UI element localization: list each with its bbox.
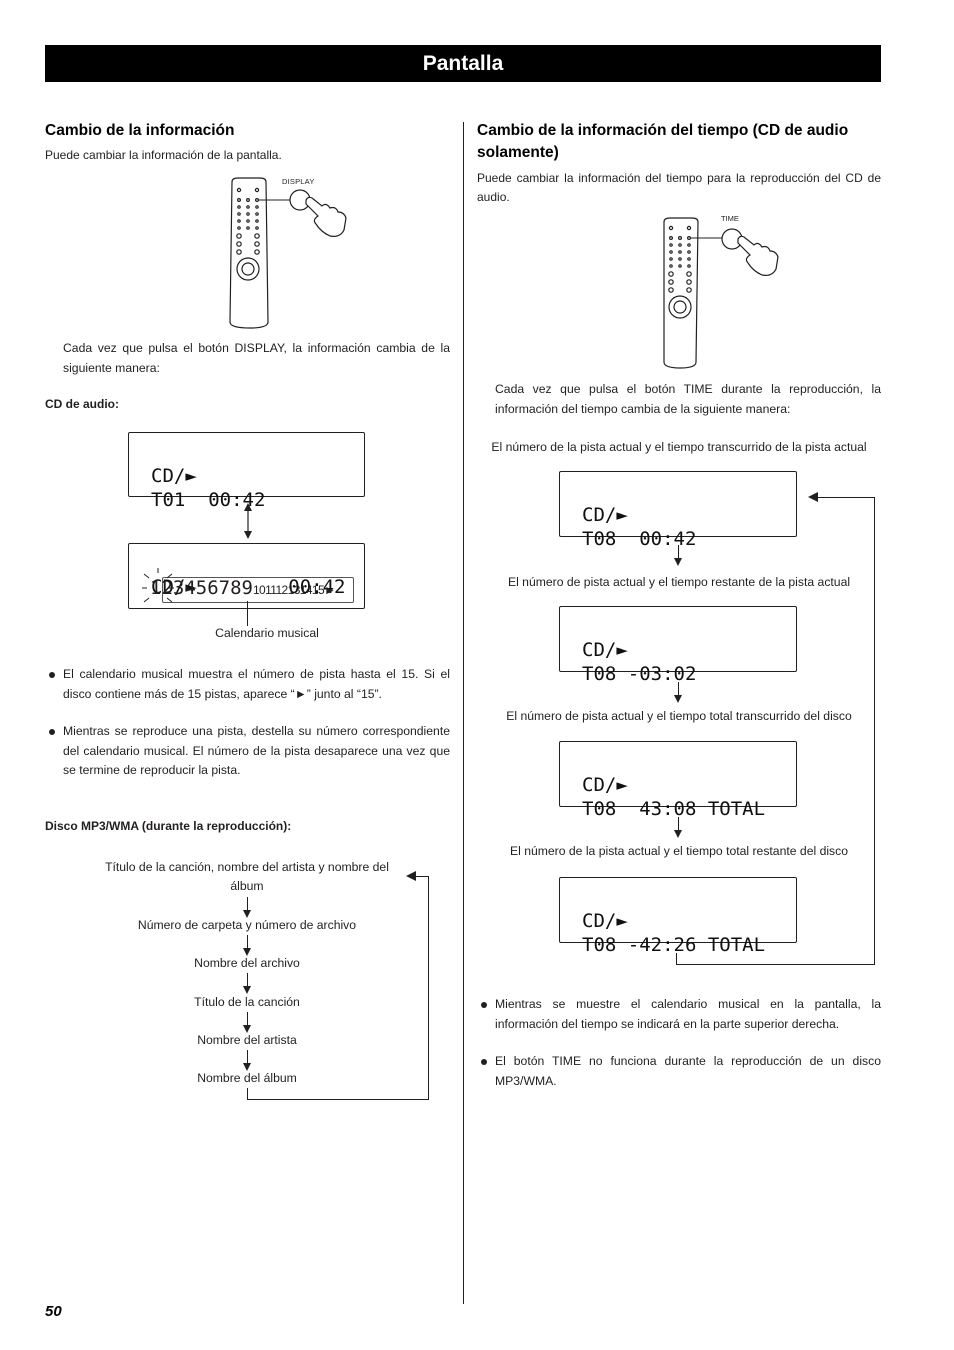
mp3-step-4: Título de la canción xyxy=(194,995,300,1009)
down-arrow-icon xyxy=(243,1025,251,1033)
page-number: 50 xyxy=(45,1303,62,1320)
column-divider xyxy=(463,122,464,1304)
mp3-step-2: Número de carpeta y número de archivo xyxy=(137,918,357,932)
remote-display-illustration xyxy=(229,177,347,329)
right-intro: Puede cambiar la información del tiempo … xyxy=(477,171,881,204)
down-arrow-icon xyxy=(674,558,682,566)
lcd-line-2: T08 43:08 TOTAL xyxy=(582,798,766,820)
lcd-display-1: CD/► T01 00:42 xyxy=(128,432,365,511)
bullet-dot xyxy=(49,729,55,735)
time-button-label: TIME xyxy=(721,214,739,223)
bullet-dot xyxy=(49,672,55,678)
step-3-caption: El número de pista actual y el tiempo to… xyxy=(506,709,852,723)
caption-leader-line xyxy=(247,601,248,626)
left-bullet-1: El calendario musical muestra el número … xyxy=(63,667,450,701)
pointing-hand-icon xyxy=(305,196,347,237)
blink-indicator-icon xyxy=(142,568,174,603)
down-arrow-icon xyxy=(674,695,682,703)
bullet-dot xyxy=(481,1002,487,1008)
left-intro: Puede cambiar la información de la panta… xyxy=(45,148,282,162)
mp3-step-5: Nombre del artista xyxy=(197,1033,297,1047)
step-2-caption: El número de pista actual y el tiempo re… xyxy=(507,575,851,589)
lcd-step-4: CD/► T08 -42:26 TOTAL xyxy=(559,877,797,956)
lcd-step-2: CD/► T08 -03:02 xyxy=(559,606,797,685)
down-arrow-icon xyxy=(243,948,251,956)
page-title: Pantalla xyxy=(45,45,881,82)
down-arrow-icon xyxy=(243,986,251,994)
toggle-arrow-icon xyxy=(244,503,252,539)
left-arrow-icon xyxy=(808,492,818,502)
lcd-step-3: CD/► T08 43:08 TOTAL xyxy=(559,741,797,820)
right-heading: Cambio de la información del tiempo (CD … xyxy=(477,122,849,161)
bullet-dot xyxy=(481,1059,487,1065)
down-arrow-icon xyxy=(243,1063,251,1071)
mp3-step-1: Título de la canción, nombre del artista… xyxy=(105,860,389,893)
mp3-step-3: Nombre del archivo xyxy=(194,956,300,970)
mp3-step-6: Nombre del álbum xyxy=(197,1071,297,1085)
calendar-digits: 123456789 xyxy=(150,577,253,599)
music-calendar: 123456789101112131415► xyxy=(150,576,336,602)
left-bullet-2: Mientras se reproduce una pista, destell… xyxy=(63,724,450,777)
left-para: Cada vez que pulsa el botón DISPLAY, la … xyxy=(63,341,450,375)
right-bullet-2: El botón TIME no funciona durante la rep… xyxy=(495,1054,881,1088)
cd-audio-label: CD de audio: xyxy=(45,397,119,411)
lcd-line-1: CD/► xyxy=(582,639,628,661)
step-1-caption: El número de la pista actual y el tiempo… xyxy=(491,440,867,454)
mp3-label: Disco MP3/WMA (durante la reproducción): xyxy=(45,819,292,833)
left-heading: Cambio de la información xyxy=(45,122,235,139)
lcd-step-1: CD/► T08 00:42 xyxy=(559,471,797,550)
left-arrow-icon xyxy=(406,871,416,881)
calendar-frame xyxy=(162,577,354,603)
down-arrow-icon xyxy=(674,830,682,838)
calendar-caption: Calendario musical xyxy=(215,626,319,640)
lcd-line-1: CD/► xyxy=(582,910,628,932)
remote-time-illustration xyxy=(663,217,779,369)
right-bullet-1: Mientras se muestre el calendario musica… xyxy=(495,997,881,1031)
lcd-line-1: CD/► xyxy=(582,774,628,796)
pointing-hand-icon xyxy=(737,235,779,276)
lcd-line-2: T08 -03:02 xyxy=(582,663,697,685)
lcd-line-2: T01 00:42 xyxy=(151,489,266,511)
right-para: Cada vez que pulsa el botón TIME durante… xyxy=(495,382,881,416)
lcd-line-2: T08 00:42 xyxy=(582,528,697,550)
calendar-digits-small: 101112131415► xyxy=(252,583,336,597)
display-button-label: DISPLAY xyxy=(282,177,315,186)
remote-control-icon xyxy=(663,217,699,369)
step-4-caption: El número de la pista actual y el tiempo… xyxy=(509,844,849,858)
down-arrow-icon xyxy=(243,910,251,918)
lcd-line-1: CD/► xyxy=(151,465,197,487)
remote-control-icon xyxy=(229,177,269,329)
lcd-line-1: CD/► xyxy=(582,504,628,526)
lcd-line-2: T08 -42:26 TOTAL xyxy=(582,934,766,956)
